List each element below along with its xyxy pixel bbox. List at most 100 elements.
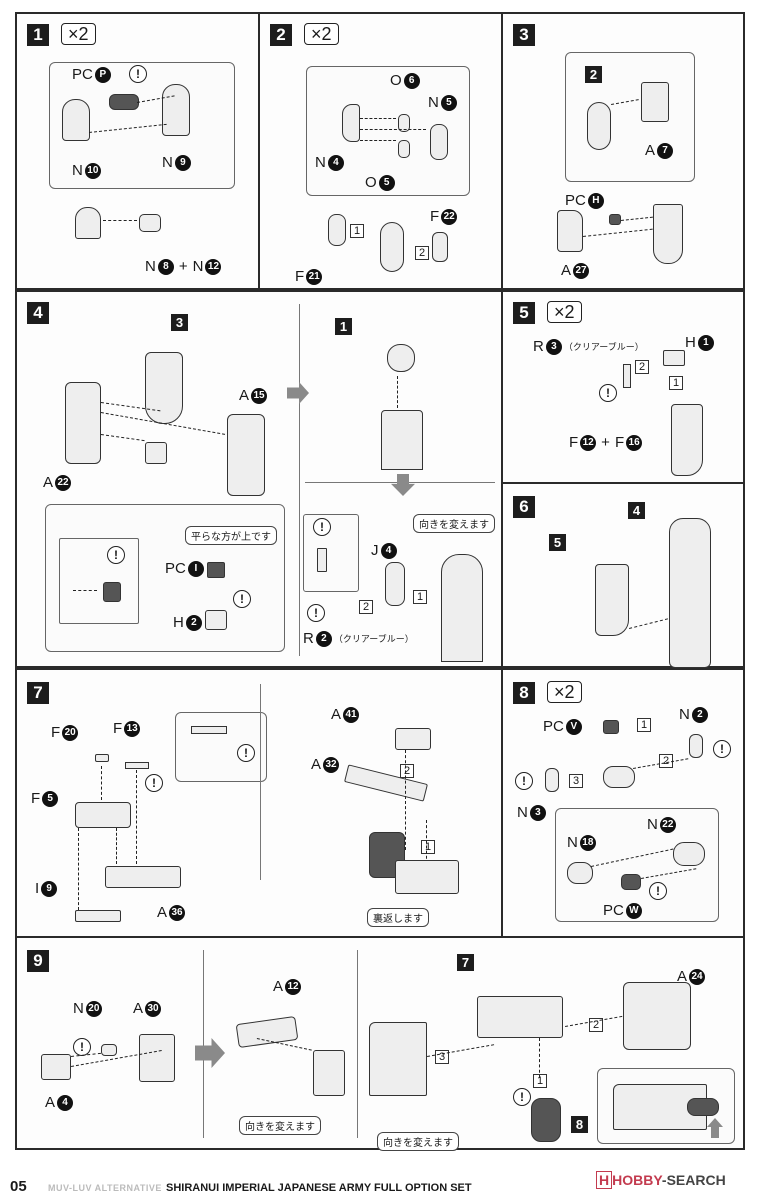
- assembled-shell: [587, 102, 611, 150]
- plate-part-detail: [191, 726, 227, 734]
- warning-icon: !: [129, 65, 147, 83]
- pin-part: [398, 114, 410, 132]
- watermark-brand-suffix: -SEARCH: [661, 1172, 726, 1188]
- joint-part: [162, 84, 190, 136]
- callout-note: 平らな方が上です: [185, 526, 277, 545]
- frame-part: [641, 82, 669, 122]
- next-arrow-icon: [195, 1038, 225, 1068]
- up-arrow-icon: [707, 1118, 723, 1138]
- step-reference: 1: [335, 318, 352, 335]
- assembly-arrow: [360, 118, 396, 119]
- section-divider: [260, 684, 261, 880]
- warning-icon: !: [313, 518, 331, 536]
- warning-icon: !: [107, 546, 125, 564]
- watermark-brand: HOBBY: [612, 1172, 662, 1188]
- assembled-frame: [477, 996, 563, 1038]
- step-number: 2: [270, 24, 292, 46]
- poly-cap-part: [621, 874, 641, 890]
- cap-part: [395, 728, 431, 750]
- order-marker: 2: [635, 360, 649, 374]
- direction-arrow: [73, 590, 97, 591]
- step-number: 9: [27, 950, 49, 972]
- warning-icon: !: [237, 744, 255, 762]
- armor-part: [369, 1022, 427, 1096]
- armor-part: [623, 982, 691, 1050]
- body-part: [395, 860, 459, 894]
- joint-part: [62, 99, 90, 141]
- assembly-arrow: [78, 828, 79, 910]
- step-reference: 5: [549, 534, 566, 551]
- armor-part: [595, 564, 629, 636]
- watermark-mark: H: [596, 1171, 613, 1189]
- order-marker: 2: [659, 754, 673, 768]
- joint-part: [545, 768, 559, 792]
- assembly-arrow: [397, 376, 398, 408]
- poly-cap-part: [603, 720, 619, 734]
- plate-part: [125, 762, 149, 769]
- socket-part: [205, 610, 227, 630]
- armor-part: [227, 414, 265, 496]
- warning-icon: !: [145, 774, 163, 792]
- cover-part: [430, 124, 448, 160]
- warning-icon: !: [307, 604, 325, 622]
- assembled-leg-part: [441, 554, 483, 662]
- step-number: 5: [513, 302, 535, 324]
- quantity-badge: ×2: [547, 301, 582, 323]
- assembled-joint: [531, 1098, 561, 1142]
- assembled-leg: [669, 518, 711, 668]
- order-marker: 1: [533, 1074, 547, 1088]
- small-part: [95, 754, 109, 762]
- bracket-part: [41, 1054, 71, 1080]
- warning-icon: !: [515, 772, 533, 790]
- order-marker: 2: [589, 1018, 603, 1032]
- assembly-arrow: [101, 766, 102, 800]
- section-divider: [357, 950, 358, 1138]
- clear-part: [623, 364, 631, 388]
- assembly-arrow: [116, 828, 117, 864]
- step-reference: 3: [171, 314, 188, 331]
- shell-part: [342, 104, 360, 142]
- step-number: 1: [27, 24, 49, 46]
- step-number: 3: [513, 24, 535, 46]
- down-arrow-icon: [391, 474, 415, 496]
- next-arrow-icon: [287, 382, 309, 404]
- step-number: 7: [27, 682, 49, 704]
- order-marker: 1: [421, 840, 435, 854]
- armor-part: [557, 210, 583, 252]
- detail-inset: [303, 514, 359, 592]
- step-6-panel: 6 4 5: [501, 482, 745, 668]
- poly-cap-part: [109, 94, 139, 110]
- assembled-joint: [387, 344, 415, 372]
- detail-inset: [59, 538, 139, 624]
- assembly-arrow: [136, 770, 137, 864]
